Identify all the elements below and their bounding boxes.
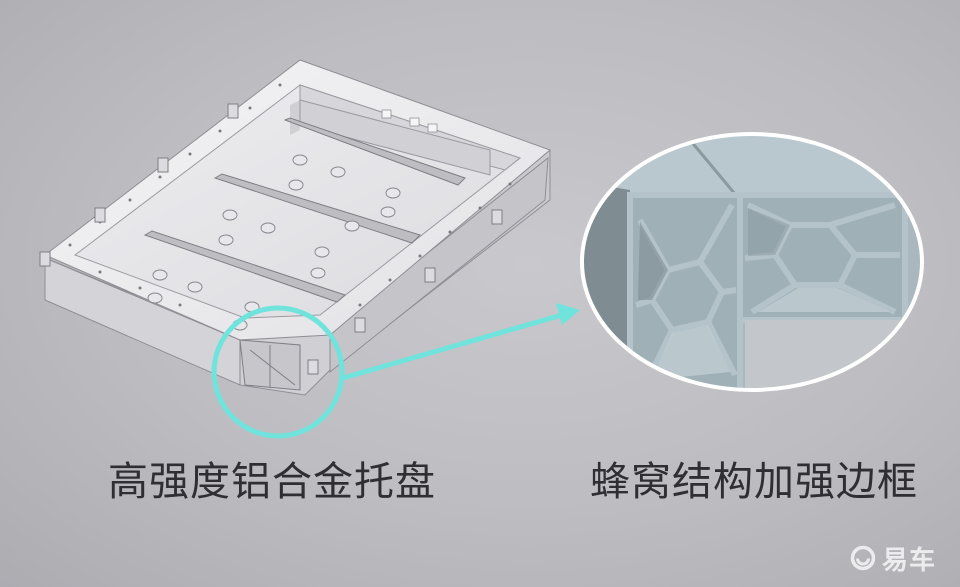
- callout-circle: [211, 305, 345, 439]
- arrow-head-icon: [556, 303, 580, 325]
- watermark: 易车: [850, 540, 936, 576]
- yiche-logo-icon: [850, 545, 876, 571]
- caption-honeycomb-frame: 蜂窝结构加强边框: [590, 459, 918, 505]
- caption-aluminum-tray: 高强度铝合金托盘: [108, 459, 436, 505]
- magnifier-ring: [580, 132, 924, 392]
- watermark-text: 易车: [882, 545, 937, 576]
- callout-arrow: [342, 312, 563, 381]
